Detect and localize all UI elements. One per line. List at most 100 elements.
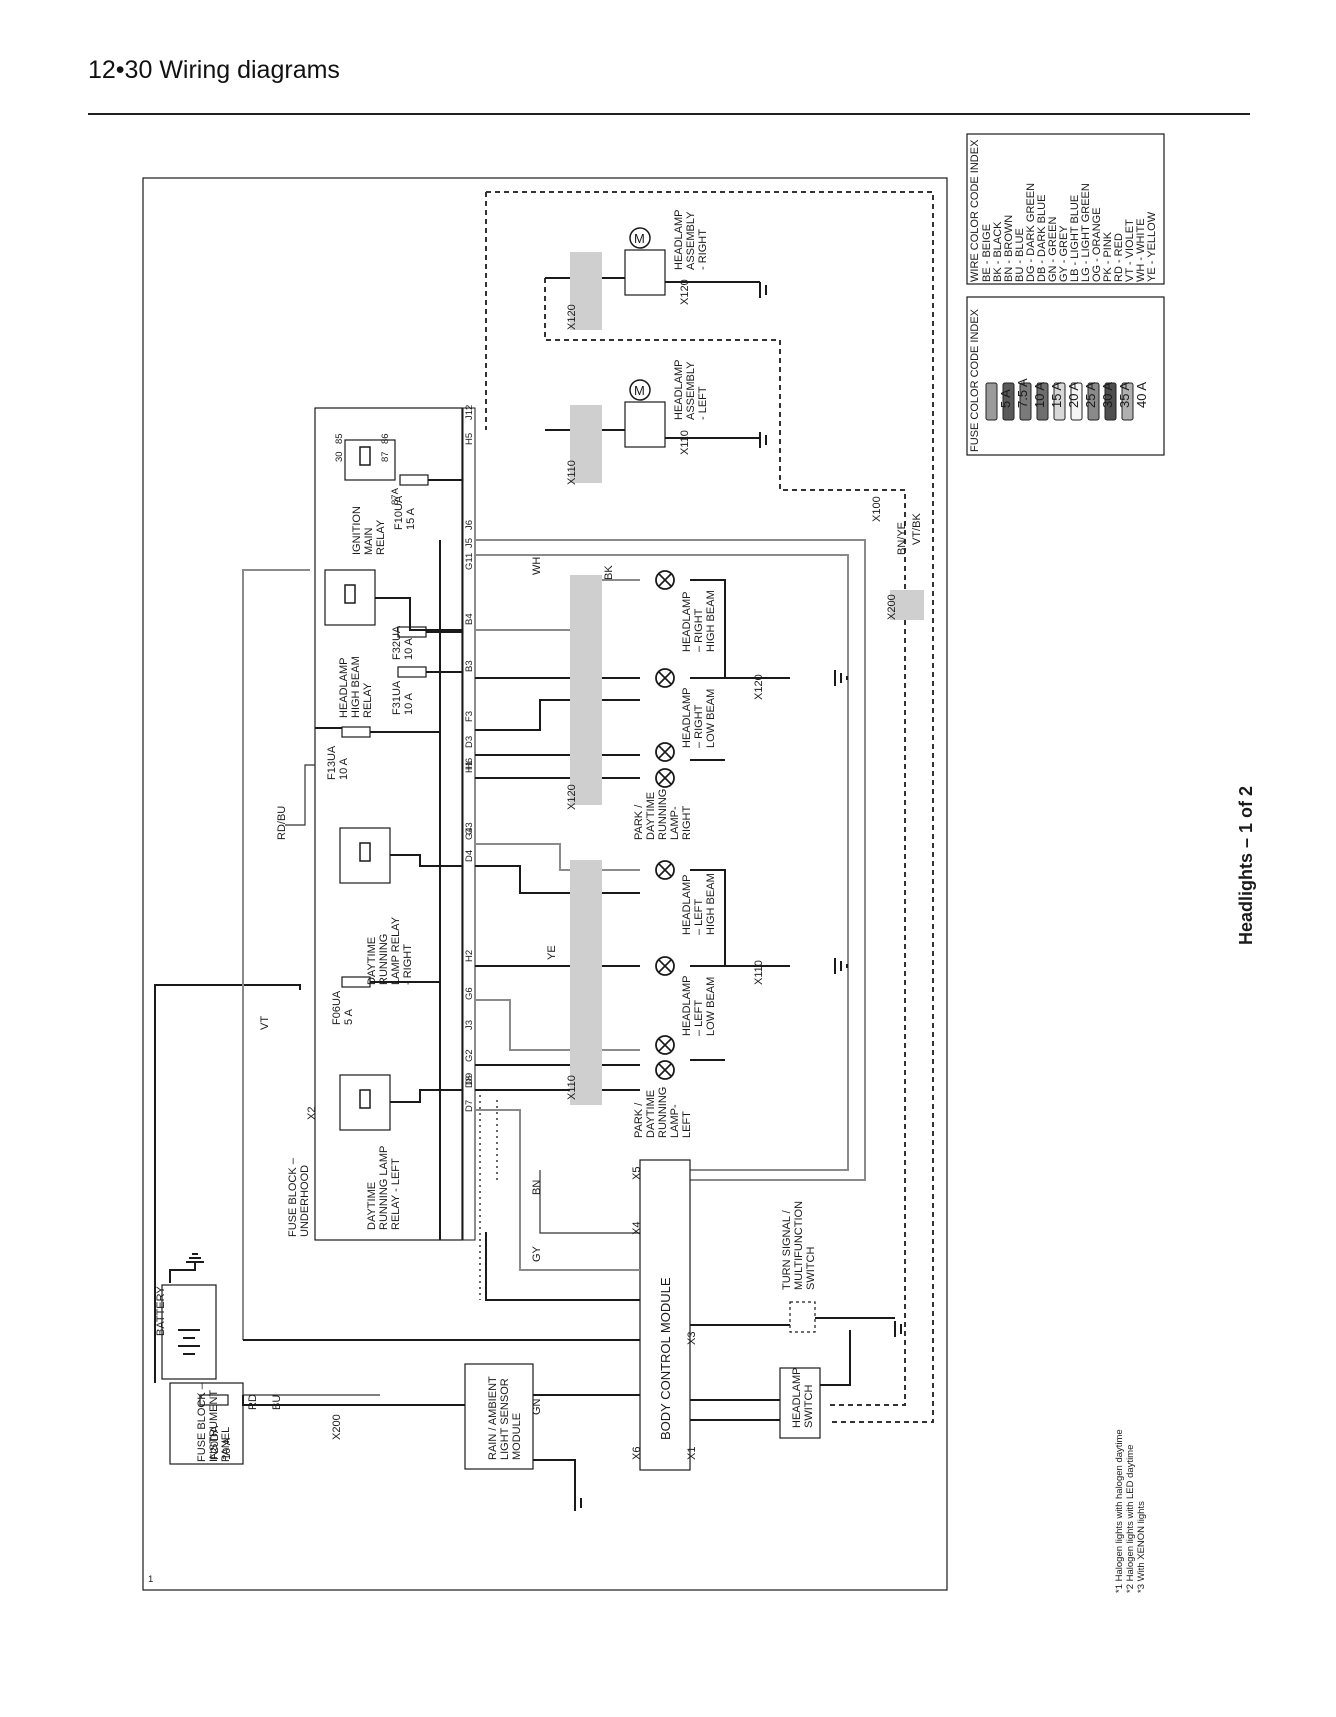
fuse-block-ip-box <box>169 1382 244 1465</box>
low-left-label-line: – LEFT <box>693 1000 705 1036</box>
fuse-f06ua-label-line: F06UA <box>331 990 343 1025</box>
connector-x3-label-line: X3 <box>686 1332 698 1345</box>
connector-x120-ground-label: X120 <box>753 674 765 700</box>
wire-dotted-optional <box>479 1095 498 1300</box>
fuse-block-ip-label-line: PANEL <box>220 1427 232 1462</box>
wire-code-bk: BK <box>603 565 615 580</box>
low-right-label-line: HEADLAMP <box>681 687 693 748</box>
relay-ignition <box>344 439 396 481</box>
uh-pin-text: J3 <box>464 1020 475 1030</box>
uh-pin-label: G2 <box>464 1049 475 1062</box>
uh-pin-text: G6 <box>464 987 475 1000</box>
uh-relay-outputs <box>390 854 462 1103</box>
bulb-filament <box>658 959 672 973</box>
uh-pin-text: J5 <box>464 538 475 548</box>
uh-pin-label: D8 <box>464 1076 475 1088</box>
uh-pin-label: G3 <box>464 822 475 835</box>
fuse-f31ua-label-line: 10 A <box>403 692 415 715</box>
wire-rain-ground <box>533 1459 576 1495</box>
uh-pin-text: G4 <box>464 827 475 840</box>
wire-index-frame <box>966 133 1165 285</box>
connector-x110-ground-label: X110 <box>753 960 765 985</box>
ground-icon <box>834 958 848 974</box>
uh-pin-text: D9 <box>464 1073 475 1085</box>
low-right-label-line: LOW BEAM <box>705 689 717 748</box>
assy-right-body <box>624 249 666 296</box>
connector-x4-label: X4 <box>631 1222 643 1235</box>
connector-x2-label: X2 <box>306 1107 318 1120</box>
uh-pin-label: B3 <box>464 660 475 672</box>
bulb-filament <box>658 573 672 587</box>
drl-relay-right-label-line: RUNNING <box>378 934 390 985</box>
fuse-f13ua-label-line: F13UA <box>326 745 338 780</box>
bcm-label-line: BODY CONTROL MODULE <box>658 1277 673 1440</box>
relay-high-beam <box>324 569 376 626</box>
uh-pin-text: B4 <box>464 613 475 625</box>
wire-color-index: WIRE COLOR CODE INDEX BE - BEIGE BK - BL… <box>966 133 1165 285</box>
wire-code-gn: GN <box>531 1398 543 1415</box>
uh-hb-relay-out <box>375 597 462 631</box>
fuse-color-index: FUSE COLOR CODE INDEX 5 A 7.5 A 10 A 15 … <box>966 296 1165 456</box>
diagram-caption: Headlights – 1 of 2 <box>1236 786 1256 945</box>
low-left-label-line: HEADLAMP <box>681 975 693 1036</box>
ign-relay-label-line: RELAY <box>375 519 387 555</box>
fuse-color-swatch <box>1104 382 1117 421</box>
wire-g6 <box>475 999 640 1051</box>
uh-pin-label: J3 <box>464 1020 475 1030</box>
ground-icon <box>834 670 848 686</box>
frame-marker: 1 <box>148 1574 153 1585</box>
wire-code-rdbu: RD/BU <box>276 806 288 840</box>
wire-code-vt: VT <box>259 1016 271 1030</box>
drl-relay-left-label-line: RELAY - LEFT <box>390 1158 402 1230</box>
connector-x200-label: X200 <box>331 1414 343 1440</box>
fuse-color-swatch <box>1121 382 1134 421</box>
wire-code-wh: WH <box>531 557 543 575</box>
high-right-label-line: HEADLAMP <box>681 591 693 652</box>
wire-switch-ground <box>820 1330 851 1386</box>
wire-bcm-to-switch <box>690 1399 780 1421</box>
uh-pin-text: H1 <box>464 761 475 773</box>
fuse-f10ua-label-line: F10UA <box>393 495 405 530</box>
relay-pin-87a-line: 87A <box>390 487 401 505</box>
uh-pin-label: D3 <box>464 736 475 748</box>
fuse-color-swatch <box>1070 382 1083 421</box>
uh-pin-label: B4 <box>464 613 475 625</box>
wire-code-bnye: BN/YE <box>896 522 908 555</box>
wire-rdbu-g3 <box>285 764 315 826</box>
fuse-color-swatch <box>1019 382 1032 421</box>
low-right-label-line: – RIGHT <box>693 704 705 748</box>
wire-entry: LB - LIGHT BLUE <box>1069 195 1081 282</box>
connector-x2-label-line: X2 <box>306 1107 318 1120</box>
hb-relay-label-line: HEADLAMP <box>338 657 350 718</box>
wire-code-vtbk-line: VT/BK <box>911 513 923 545</box>
x120-top-strip <box>570 252 602 330</box>
connector-x200-right-label-line: X200 <box>886 594 898 620</box>
headlamp-switch-box <box>779 1367 821 1439</box>
header-rule <box>88 113 1250 115</box>
connector-x100-label: X100 <box>871 496 883 522</box>
harness-dashed-outer <box>486 191 934 1423</box>
fuse-block-underhood <box>314 407 463 1241</box>
wire-entry: BU - BLUE <box>1014 228 1026 282</box>
relay-coil-icon <box>344 584 356 604</box>
relay-drl-right <box>339 827 391 884</box>
wire-code-vt-line: VT <box>259 1016 271 1030</box>
relay-pin-85-line: 85 <box>334 433 345 444</box>
turn-switch-label-line: SWITCH <box>805 1247 817 1290</box>
bulb-filament <box>658 863 672 877</box>
connector-x200-label-line: X200 <box>331 1414 343 1440</box>
fuse-block-ip-label-line: FUSE BLOCK – <box>196 1382 208 1462</box>
uh-pin-text: H2 <box>464 950 475 962</box>
x200-connector-strip <box>890 590 924 620</box>
rain-sensor-label-line: MODULE <box>511 1413 523 1460</box>
fuse-f13ua-icon <box>341 726 371 738</box>
